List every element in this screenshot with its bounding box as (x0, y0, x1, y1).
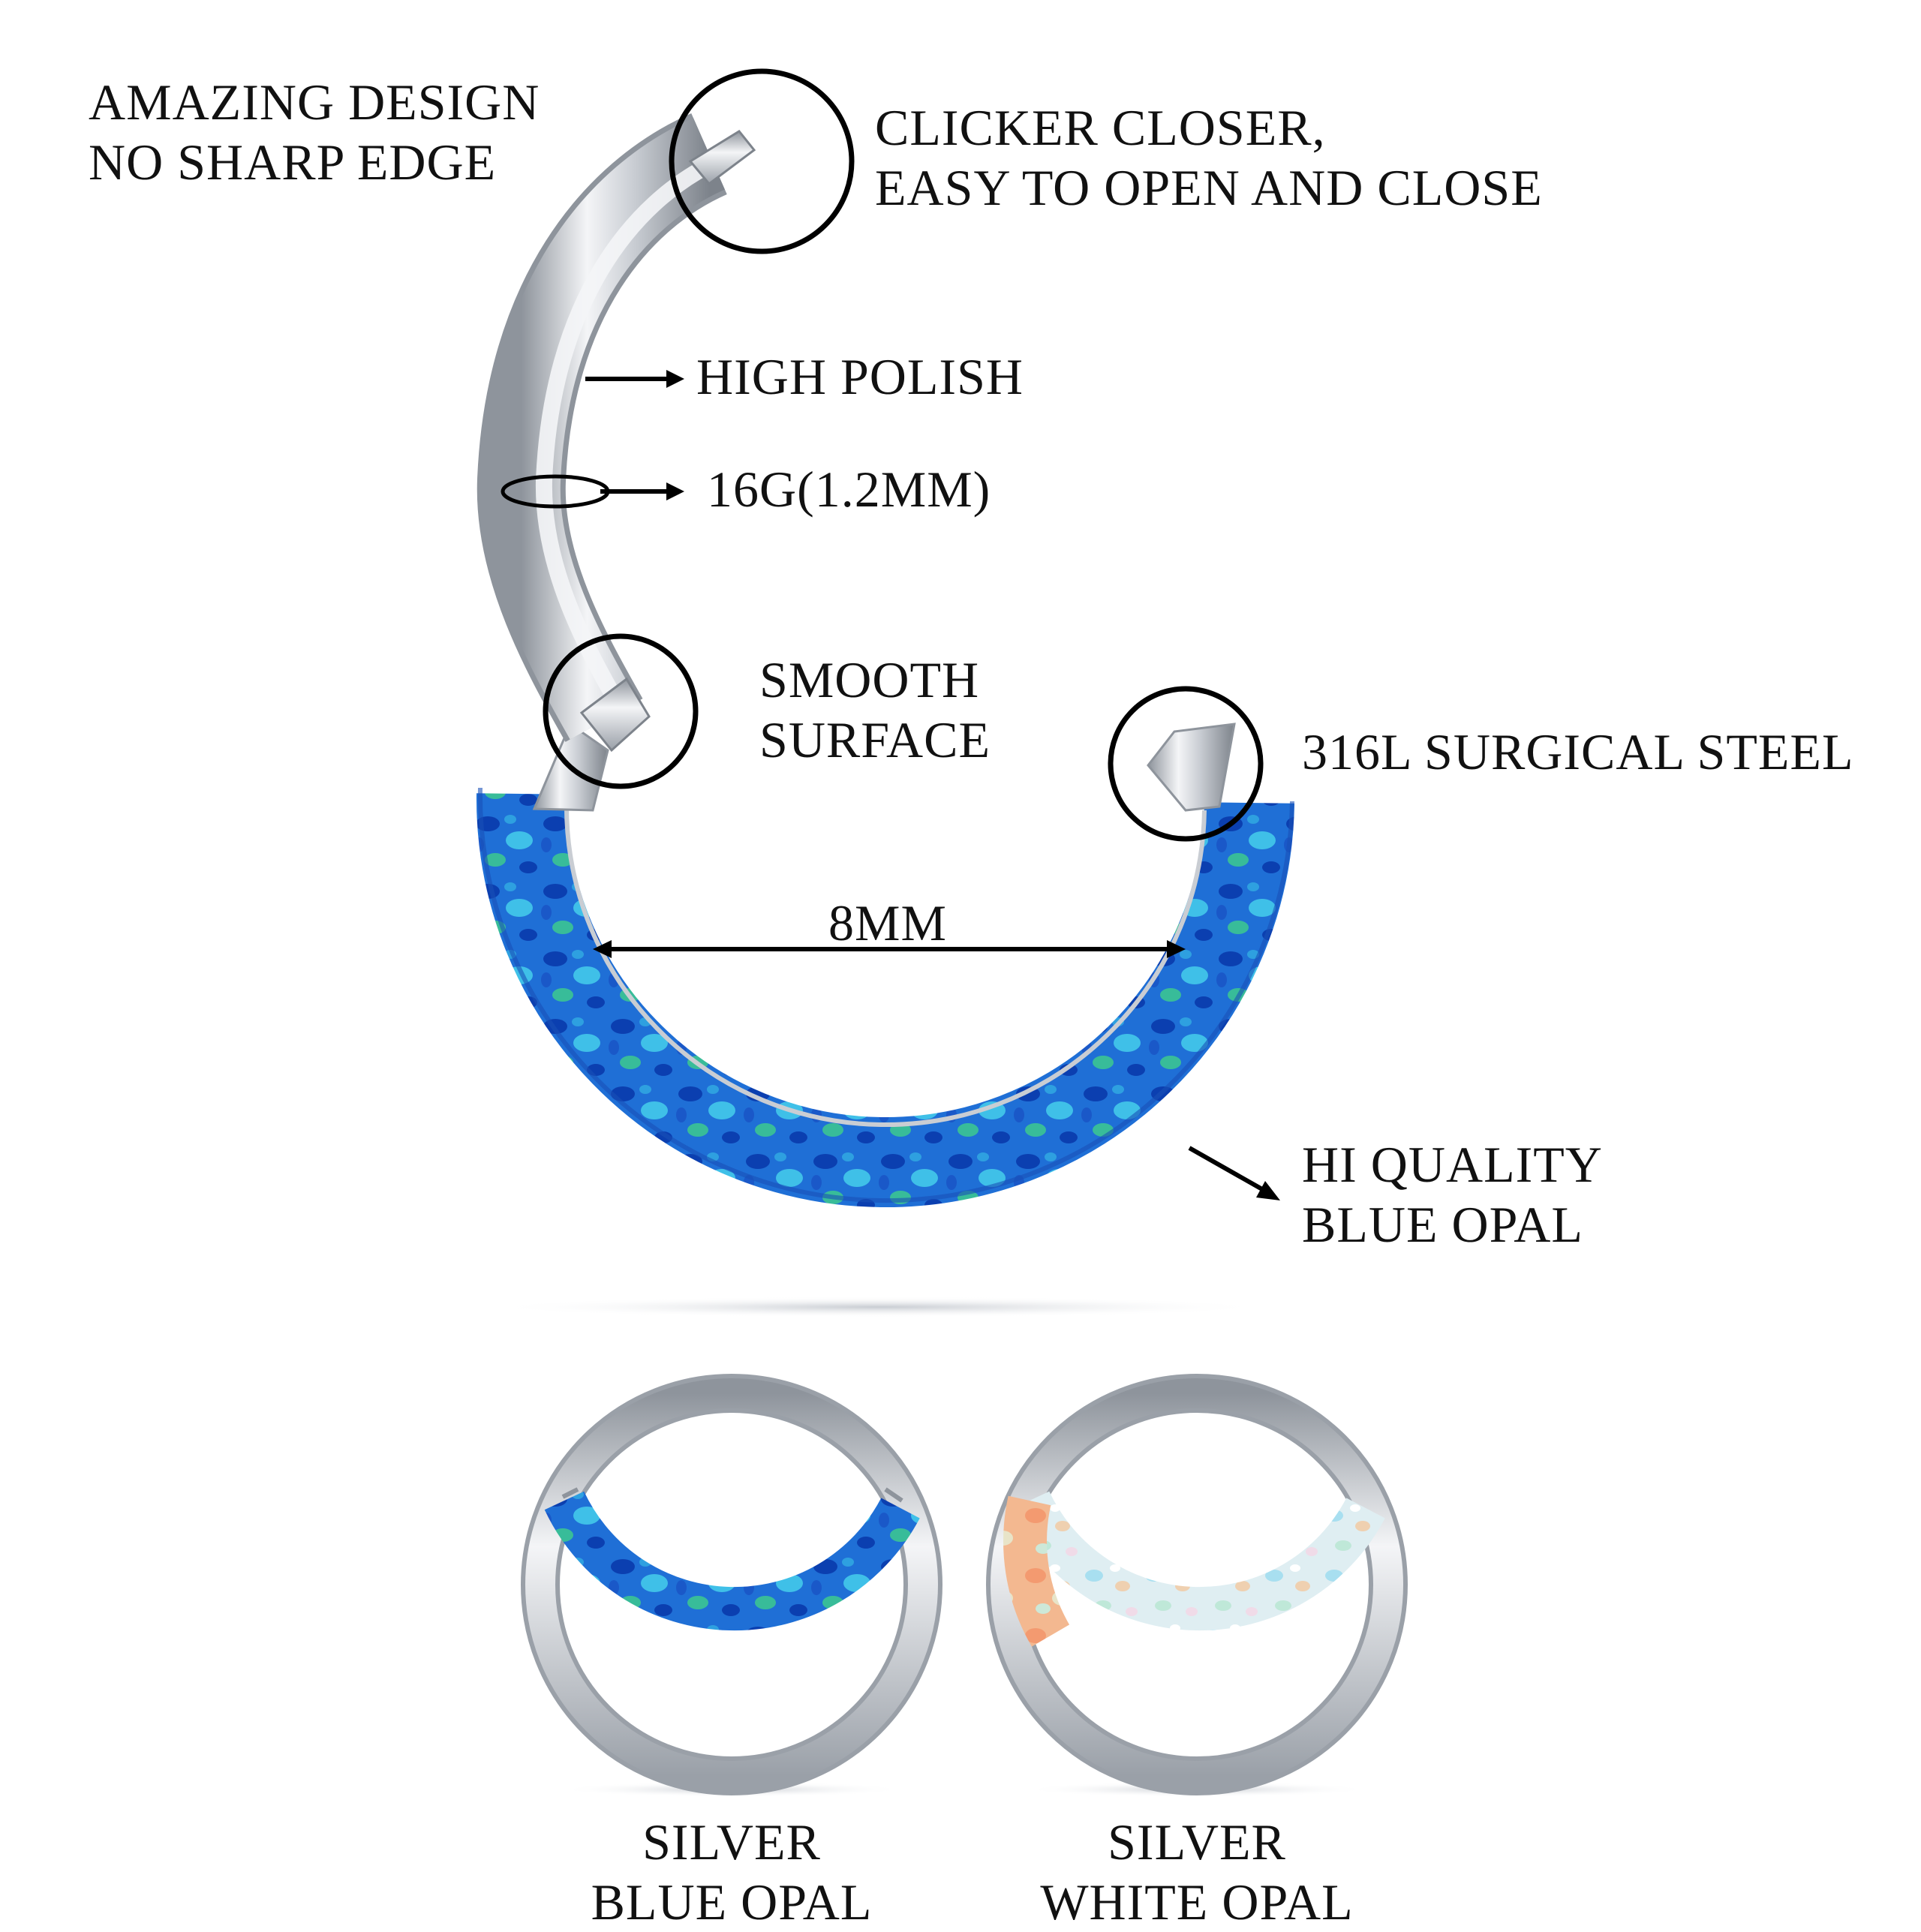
variant-caption-white: SILVER WHITE OPAL (1002, 1812, 1392, 1932)
variant-caption-line1: SILVER (1108, 1813, 1286, 1870)
clicker-note: CLICKER CLOSER, EASY TO OPEN AND CLOSE (875, 98, 1543, 218)
smooth-line1: SMOOTH (759, 651, 980, 708)
variant-caption-line1: SILVER (642, 1813, 821, 1870)
clicker-tip (688, 130, 756, 186)
smooth-note: SMOOTH SURFACE (759, 650, 991, 770)
smooth-line2: SURFACE (759, 711, 991, 768)
callout-circle-icon (1108, 686, 1264, 842)
callout-circle-icon (543, 633, 699, 789)
arrow-right-icon (1188, 1146, 1280, 1200)
arrow-right-icon (600, 482, 684, 500)
double-arrow-icon (593, 940, 1186, 958)
variant-caption-line2: WHITE OPAL (1040, 1873, 1354, 1930)
variant-ring-white (986, 1374, 1408, 1797)
design-line1: AMAZING DESIGN (89, 74, 540, 131)
opal-note: HI QUALITY BLUE OPAL (1302, 1134, 1603, 1254)
right-collar (1147, 723, 1236, 812)
callout-circle-icon (669, 68, 855, 254)
design-note: AMAZING DESIGN NO SHARP EDGE (89, 72, 540, 192)
variant-ring-blue (521, 1374, 942, 1797)
blue-opal-band (476, 793, 1294, 1207)
ring-shadow (488, 1297, 1268, 1318)
gauge-note: 16G(1.2MM) (707, 461, 991, 518)
design-line2: NO SHARP EDGE (89, 134, 497, 191)
clicker-line2: EASY TO OPEN AND CLOSE (875, 159, 1543, 216)
steel-note: 316L SURGICAL STEEL (1302, 723, 1854, 780)
opal-line1: HI QUALITY (1302, 1136, 1603, 1193)
diameter-note: 8MM (828, 894, 947, 951)
main-ring (476, 113, 1294, 1318)
variant-caption-line2: BLUE OPAL (591, 1873, 873, 1930)
clicker-line1: CLICKER CLOSER, (875, 99, 1326, 156)
hinge-joint (579, 677, 651, 753)
polish-note: HIGH POLISH (696, 348, 1024, 405)
variant-caption-blue: SILVER BLUE OPAL (555, 1812, 908, 1932)
opal-line2: BLUE OPAL (1302, 1196, 1583, 1253)
arrow-right-icon (585, 370, 684, 388)
